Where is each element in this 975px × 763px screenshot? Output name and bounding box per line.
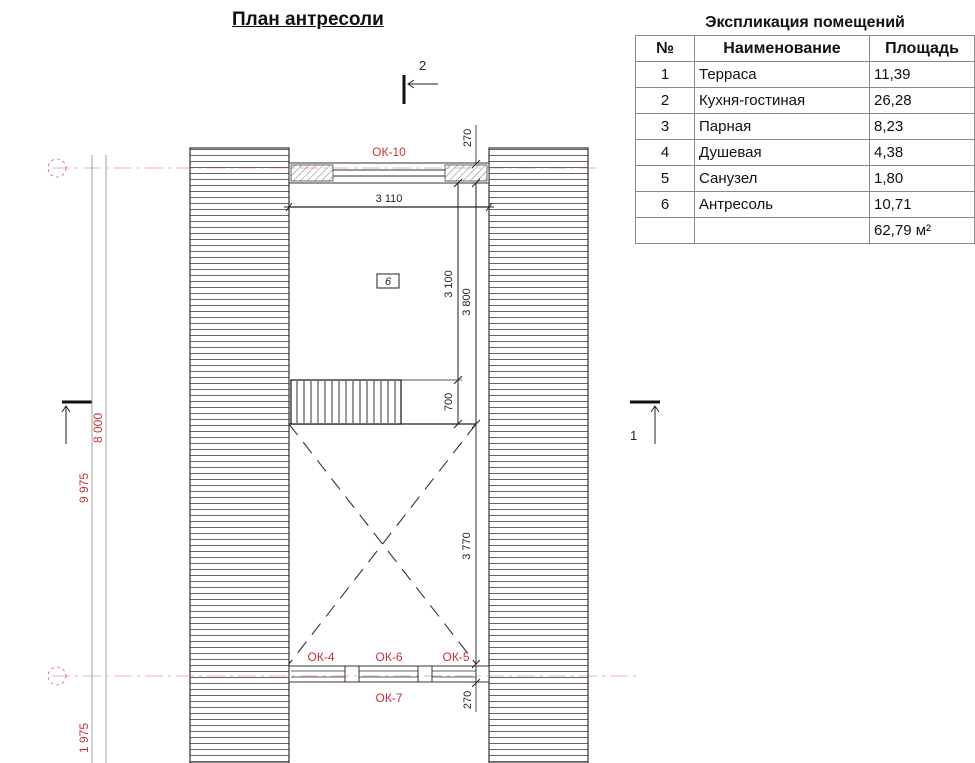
section-mark-2-label: 2 xyxy=(419,58,426,73)
row-name: Душевая xyxy=(694,139,870,166)
table-row: 3 Парная 8,23 xyxy=(635,113,975,140)
row-area: 10,71 xyxy=(869,191,975,218)
row-area: 26,28 xyxy=(869,87,975,114)
window-ok-10 xyxy=(288,162,490,184)
table-row: 6 Антресоль 10,71 xyxy=(635,191,975,218)
window-label-ok-6: ОК-6 xyxy=(376,650,403,664)
table-row: 4 Душевая 4,38 xyxy=(635,139,975,166)
row-num: 3 xyxy=(635,113,695,140)
table-row: 2 Кухня-гостиная 26,28 xyxy=(635,87,975,114)
dim-stair-depth-label: 700 xyxy=(443,393,455,411)
left-wall xyxy=(189,147,290,763)
dim-width-label: 3 110 xyxy=(376,193,403,205)
total-name-cell xyxy=(694,217,870,244)
row-area: 1,80 xyxy=(869,165,975,192)
plan-title: План антресоли xyxy=(232,9,384,30)
window-bottom-strip xyxy=(288,665,490,683)
dim-opening-depth-label: 3 770 xyxy=(461,532,473,560)
dim-left-overall-label: 9 975 xyxy=(77,473,91,503)
header-area: Площадь xyxy=(869,35,975,62)
window-label-ok-10: ОК-10 xyxy=(372,145,406,159)
dim-bottom-wall-label: 270 xyxy=(462,691,474,709)
right-wall xyxy=(488,147,589,763)
row-name: Кухня-гостиная xyxy=(694,87,870,114)
row-num: 6 xyxy=(635,191,695,218)
header-num: № xyxy=(635,35,695,62)
floor-opening xyxy=(288,423,477,665)
window-label-ok-5: ОК-5 xyxy=(443,650,470,664)
dim-room-depth-label: 3 100 xyxy=(443,270,455,298)
section-mark-left xyxy=(61,400,92,444)
dim-top-wall-label: 270 xyxy=(462,129,474,147)
window-label-ok-7: ОК-7 xyxy=(376,691,403,705)
total-num-cell xyxy=(635,217,695,244)
row-num: 2 xyxy=(635,87,695,114)
stair xyxy=(290,379,402,425)
section-mark-2 xyxy=(402,75,438,104)
row-name: Парная xyxy=(694,113,870,140)
header-name: Наименование xyxy=(694,35,870,62)
table-row: 1 Терраса 11,39 xyxy=(635,61,975,88)
row-num: 4 xyxy=(635,139,695,166)
explication-title: Экспликация помещений xyxy=(705,14,905,31)
total-area: 62,79 м² xyxy=(869,217,975,244)
total-row: 62,79 м² xyxy=(635,217,975,244)
row-num: 1 xyxy=(635,61,695,88)
section-mark-1 xyxy=(630,400,660,444)
row-area: 4,38 xyxy=(869,139,975,166)
dim-left-bottom-label: 1 975 xyxy=(77,723,91,753)
room-tag-box xyxy=(376,273,400,289)
row-name: Санузел xyxy=(694,165,870,192)
row-area: 8,23 xyxy=(869,113,975,140)
room-tag: 6 xyxy=(385,276,392,288)
table-row: 5 Санузел 1,80 xyxy=(635,165,975,192)
row-num: 5 xyxy=(635,165,695,192)
dimension-width xyxy=(284,202,494,212)
window-label-ok-4: ОК-4 xyxy=(308,650,335,664)
section-mark-1-label: 1 xyxy=(630,428,637,443)
floor-plan-drawing: 3 110 3 100 3 800 700 3 770 270 270 6 ОК… xyxy=(47,58,660,763)
row-name: Антресоль xyxy=(694,191,870,218)
left-dimension-chain xyxy=(47,155,640,763)
explication-table: Экспликация помещений № Наименование Пло… xyxy=(635,11,975,244)
row-name: Терраса xyxy=(694,61,870,88)
dim-left-inner-label: 8 000 xyxy=(91,413,105,443)
dim-room-depth-total-label: 3 800 xyxy=(461,288,473,316)
row-area: 11,39 xyxy=(869,61,975,88)
